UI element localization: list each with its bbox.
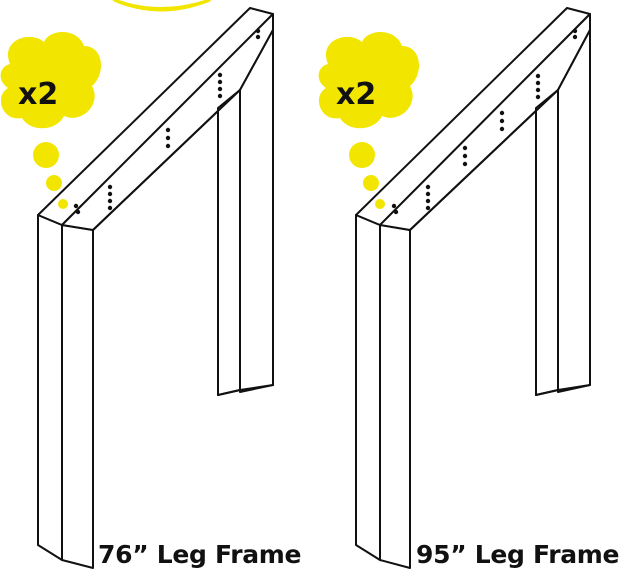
bottom-edge-76 bbox=[217, 384, 274, 396]
back-post-76 bbox=[217, 89, 241, 396]
frame-label-76: 76” Leg Frame bbox=[98, 540, 302, 569]
back-post-95 bbox=[535, 89, 559, 396]
front-post-76 bbox=[37, 214, 63, 561]
front-post-side-76 bbox=[61, 224, 94, 569]
front-post-side-95 bbox=[379, 224, 411, 569]
trail-dot-large bbox=[33, 142, 59, 168]
holes-76 bbox=[73, 28, 261, 215]
leg-frame-76 bbox=[37, 7, 274, 569]
back-post-side-95 bbox=[557, 29, 591, 393]
quantity-label: x2 bbox=[18, 77, 58, 112]
quantity-bubble-76: x2 bbox=[0, 31, 102, 209]
cloud-shape bbox=[318, 31, 420, 129]
trail-dot-small bbox=[58, 199, 68, 209]
back-post-side-76 bbox=[239, 29, 274, 393]
trail-dot-medium bbox=[363, 175, 379, 191]
trail-dot-small bbox=[375, 199, 385, 209]
inner-edge-95 bbox=[409, 89, 559, 231]
quantity-bubble-95: x2 bbox=[318, 31, 420, 209]
trail-dot-medium bbox=[46, 175, 62, 191]
trail-dot-large bbox=[349, 142, 375, 168]
front-post-95 bbox=[355, 214, 381, 561]
frame-label-95: 95” Leg Frame bbox=[416, 540, 620, 569]
top-badge-outline bbox=[113, 0, 211, 12]
inner-edge-76 bbox=[92, 89, 241, 231]
bottom-edge-95 bbox=[535, 384, 591, 396]
cloud-shape bbox=[0, 31, 102, 129]
holes-95 bbox=[391, 28, 578, 215]
leg-frame-95 bbox=[355, 7, 591, 569]
quantity-label: x2 bbox=[336, 77, 376, 112]
